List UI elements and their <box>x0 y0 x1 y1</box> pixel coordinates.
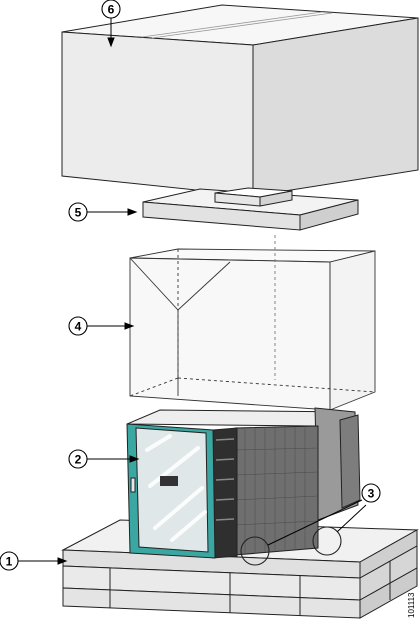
plastic-bag <box>129 235 376 411</box>
detail-circle-left <box>240 536 270 566</box>
figure-id: 101113 <box>407 592 416 618</box>
detail-circle-right <box>312 526 342 556</box>
callout-2: 2 <box>68 449 88 469</box>
callout-5: 5 <box>68 202 88 222</box>
callout-6: 6 <box>101 0 121 19</box>
svg-text:6: 6 <box>108 3 115 17</box>
svg-text:3: 3 <box>368 487 375 501</box>
outer-shipping-box <box>61 4 419 197</box>
callout-1: 1 <box>0 551 19 571</box>
callout-3: 3 <box>361 483 381 503</box>
chassis <box>126 407 361 559</box>
svg-text:1: 1 <box>6 555 13 569</box>
cisco-logo <box>160 476 178 486</box>
svg-text:5: 5 <box>75 206 82 220</box>
svg-text:2: 2 <box>75 453 82 467</box>
svg-text:4: 4 <box>75 320 82 334</box>
foam-top-cap <box>142 187 359 231</box>
callout-4: 4 <box>68 316 88 336</box>
